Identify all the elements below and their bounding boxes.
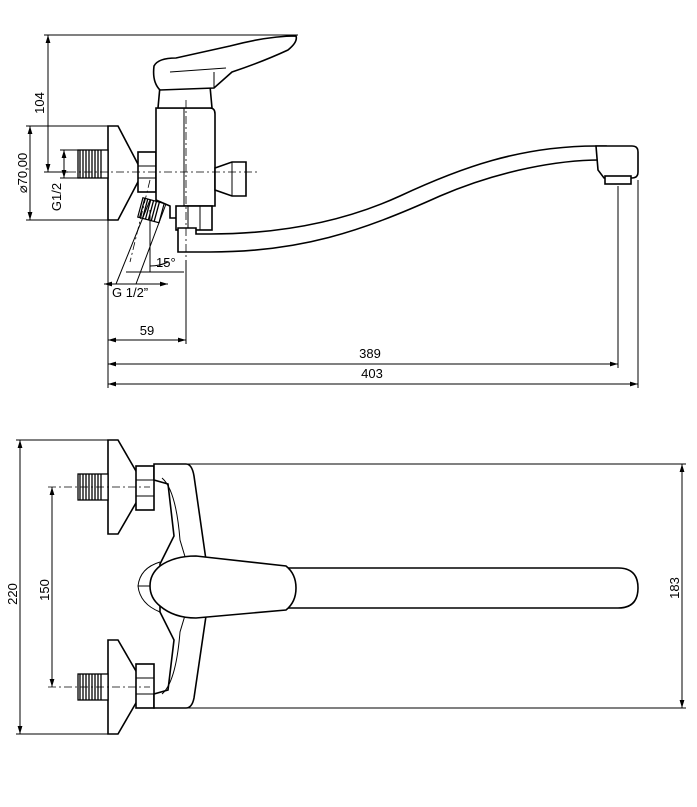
wall-thread	[77, 149, 109, 179]
shower-outlet-thread	[137, 197, 165, 224]
dim-height-104: 104	[32, 92, 47, 114]
diverter-knob	[214, 161, 247, 197]
top-view: 220 150 183	[5, 439, 686, 735]
dim-width-59: 59	[140, 323, 154, 338]
lever-handle	[152, 35, 298, 91]
dim-thread-g12-inch: G 1/2”	[112, 285, 148, 300]
dim-spacing-150: 150	[37, 579, 52, 601]
dim-length-403: 403	[361, 366, 383, 381]
dim-depth-183: 183	[667, 577, 682, 599]
wall-flange	[107, 125, 141, 221]
dim-thread-g12-vertical: G1/2	[49, 183, 64, 211]
spout-top	[229, 567, 639, 609]
mixer-body	[155, 107, 216, 219]
spout-nut	[175, 205, 213, 231]
aerator	[595, 145, 639, 179]
dim-length-389: 389	[359, 346, 381, 361]
side-view: 104 ⌀70,00 G1/2 15° G 1/2” 59 389 4	[15, 34, 639, 388]
dim-diameter-70: ⌀70,00	[15, 153, 30, 193]
lever-handle-top	[149, 555, 297, 619]
dim-angle-15: 15°	[156, 255, 176, 270]
dim-width-220: 220	[5, 583, 20, 605]
lower-nut	[135, 663, 155, 709]
upper-nut	[135, 465, 155, 511]
